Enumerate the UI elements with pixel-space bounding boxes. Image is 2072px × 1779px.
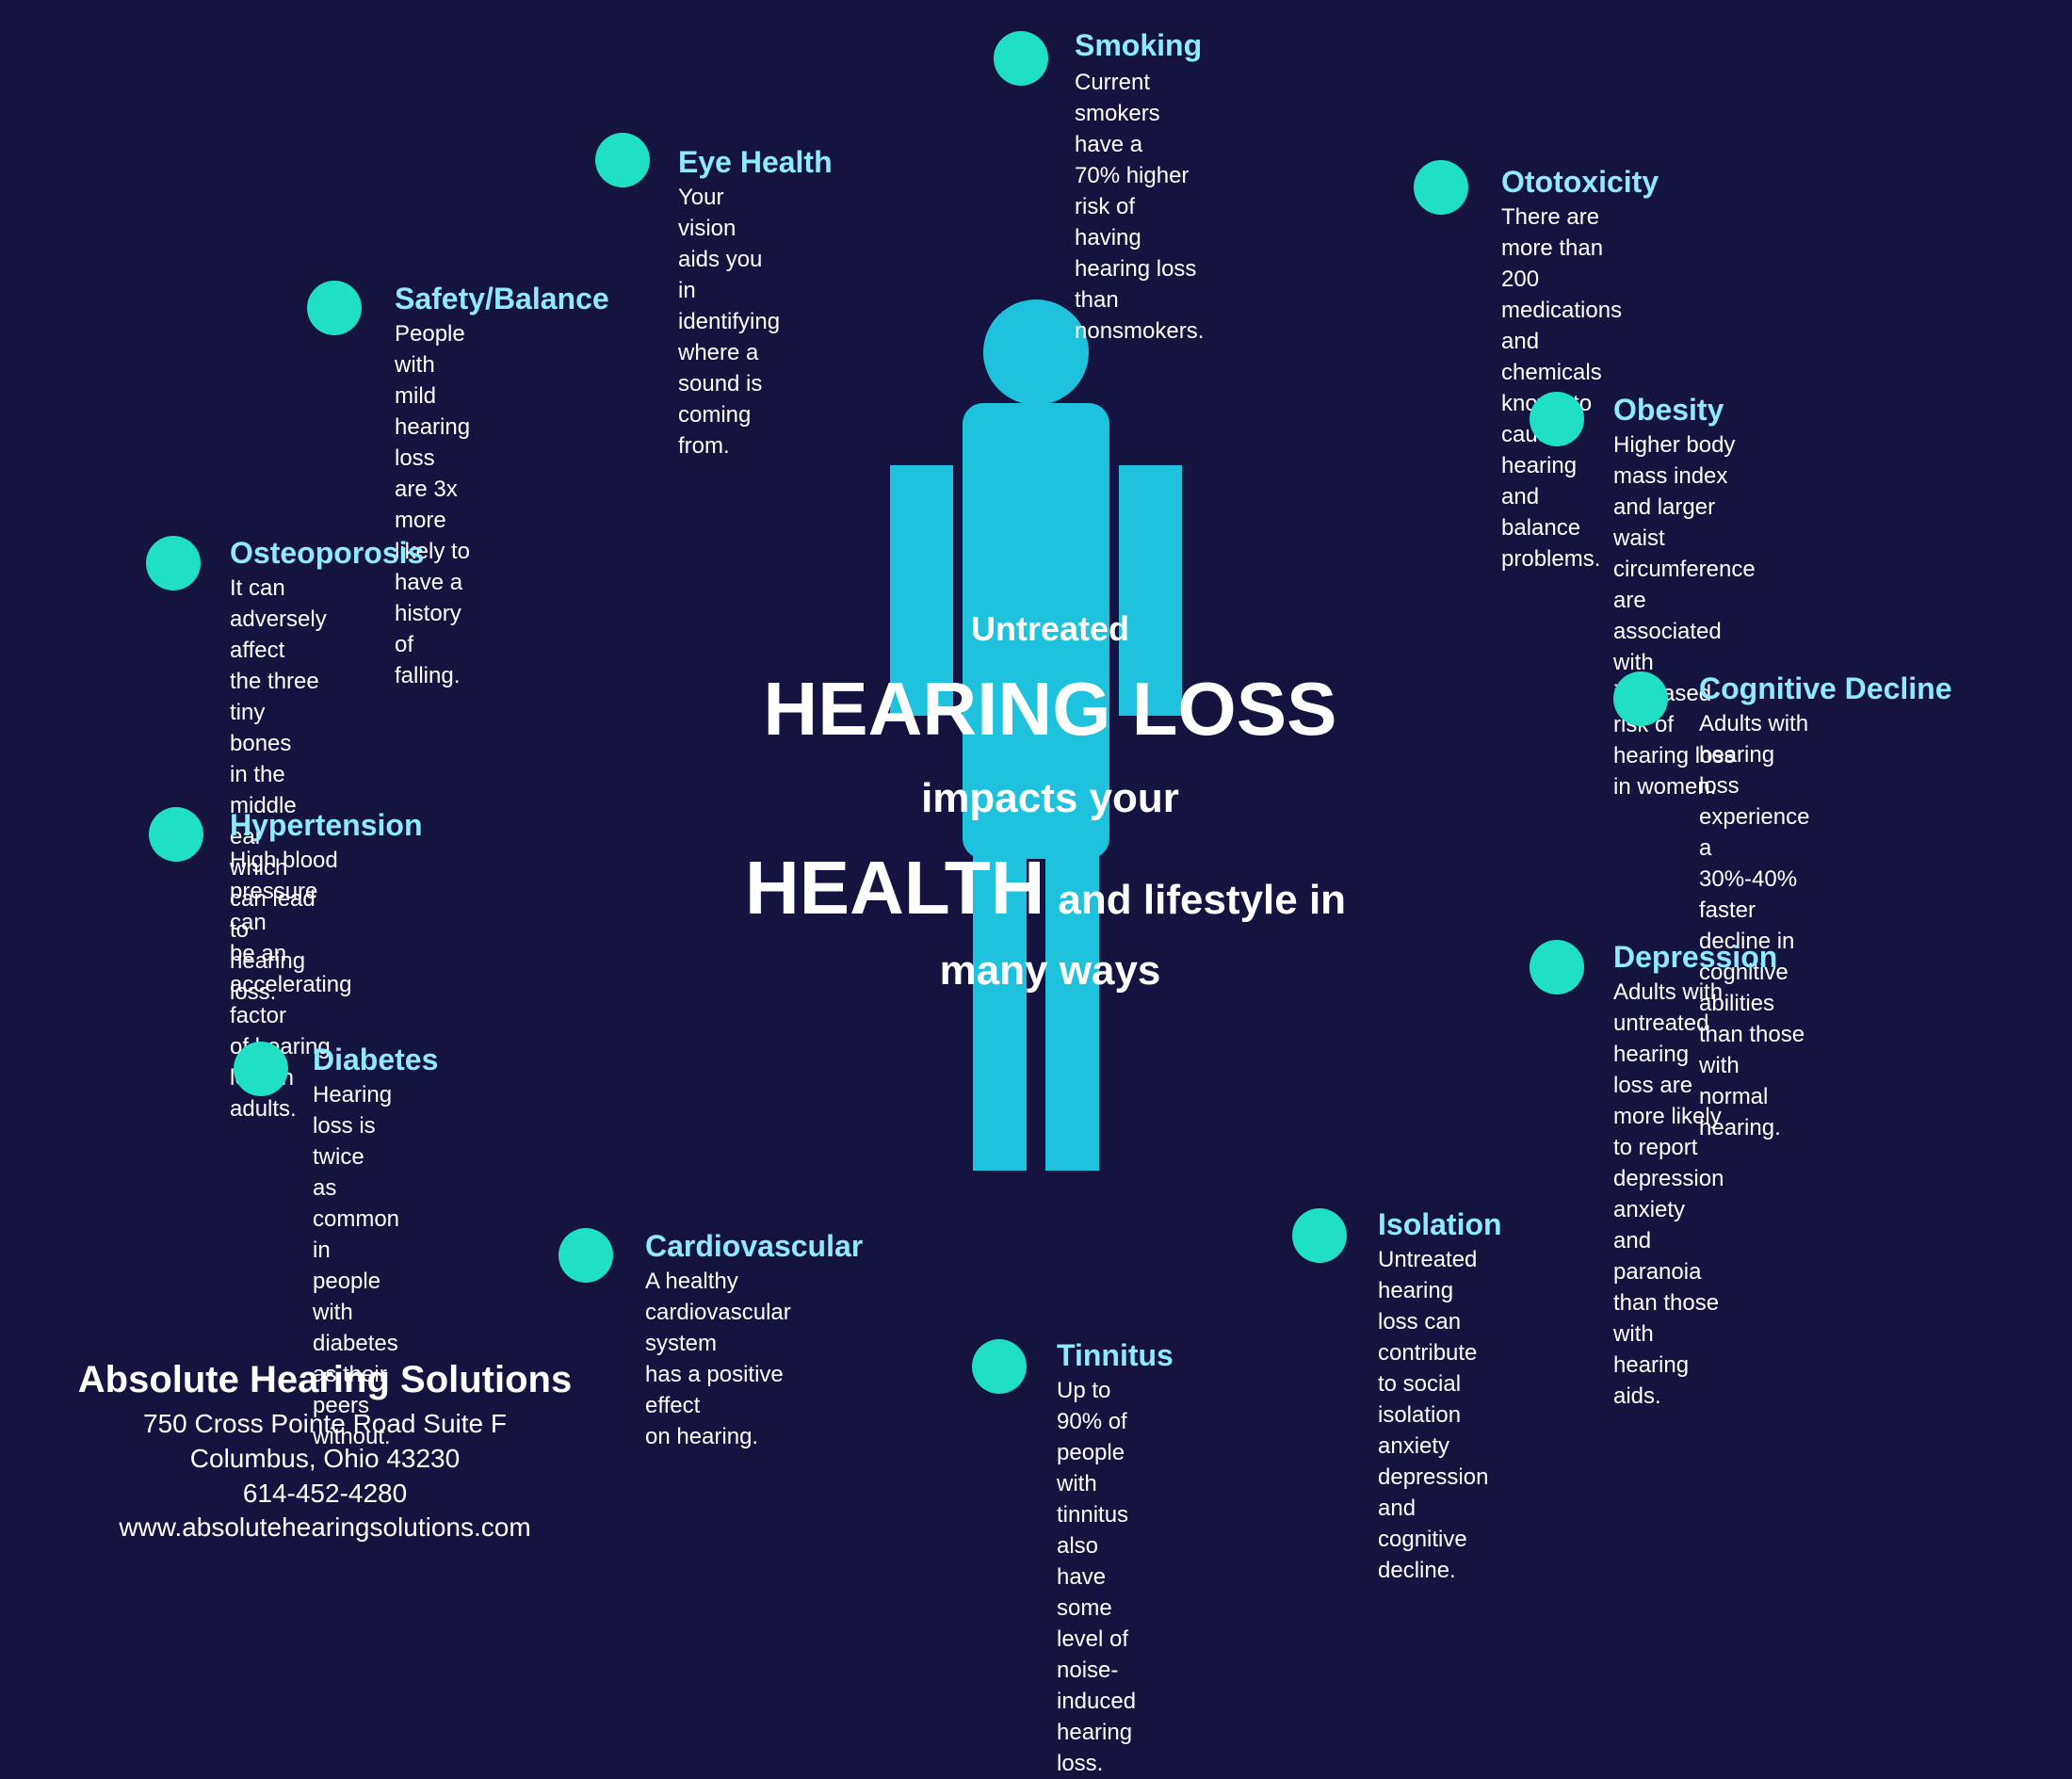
item-title: Depression <box>1613 940 1778 974</box>
company-phone: 614-452-4280 <box>242 1479 408 1508</box>
item-description: Higher body mass index and larger waist … <box>1613 432 1756 800</box>
bullet-dot-icon <box>558 1228 613 1283</box>
headline-hearing-loss: HEARING LOSS <box>763 667 1337 751</box>
headline-health-row: HEALTH and lifestyle in <box>678 843 1413 955</box>
item-description: A healthy cardiovascular system has a po… <box>645 1269 791 1449</box>
item-description: It can adversely affect the three tiny b… <box>230 575 327 1005</box>
item-title: Cardiovascular <box>645 1229 864 1263</box>
bullet-dot-icon <box>149 807 203 862</box>
company-address-line1: 750 Cross Pointe Road Suite F <box>143 1409 507 1438</box>
figure-right-arm <box>1119 465 1182 716</box>
bullet-dot-icon <box>1530 392 1584 446</box>
item-title: Tinnitus <box>1057 1338 1174 1372</box>
bullet-dot-icon <box>1613 671 1668 726</box>
item-description: Up to 90% of people with tinnitus also h… <box>1057 1378 1137 1776</box>
company-website-link[interactable]: www.absolutehearingsolutions.com <box>119 1512 531 1542</box>
item-description: Untreated hearing loss can contribute to… <box>1378 1247 1489 1583</box>
headline-many-ways: many ways <box>939 947 1161 994</box>
human-figure-icon <box>890 299 1182 1171</box>
item-description: Current smokers have a 70% higher risk o… <box>1075 70 1205 344</box>
item-title: Cognitive Decline <box>1699 671 1952 705</box>
item-title: Ototoxicity <box>1501 165 1659 199</box>
bullet-dot-icon <box>595 133 650 187</box>
item-title: Hypertension <box>230 808 423 842</box>
item-description: Your vision aids you in identifying wher… <box>678 185 781 459</box>
bullet-dot-icon <box>234 1042 288 1096</box>
item-title: Diabetes <box>313 1043 439 1076</box>
item-description: Hearing loss is twice as common in peopl… <box>313 1082 400 1449</box>
bullet-dot-icon <box>307 281 362 335</box>
item-description: Adults with hearing loss experience a 30… <box>1699 711 1810 1140</box>
item-description: There are more than 200 medications and … <box>1501 204 1623 572</box>
headline-and-lifestyle: and lifestyle in <box>1058 877 1347 923</box>
headline-untreated: Untreated <box>970 609 1130 648</box>
item-title: Smoking <box>1075 28 1203 62</box>
bullet-dot-icon <box>146 536 201 590</box>
item-title: Obesity <box>1613 393 1724 427</box>
item-description: People with mild hearing loss are 3x mor… <box>395 321 471 688</box>
figure-left-arm <box>890 465 953 716</box>
headline-health: HEALTH <box>744 846 1045 930</box>
company-address-line2: Columbus, Ohio 43230 <box>189 1444 461 1473</box>
bullet-dot-icon <box>1292 1208 1347 1263</box>
item-description: Adults with untreated hearing loss are m… <box>1613 979 1724 1409</box>
item-title: Eye Health <box>678 145 833 179</box>
bullet-dot-icon <box>1414 160 1468 215</box>
headline-impacts-your: impacts your <box>921 775 1179 821</box>
bullet-dot-icon <box>1530 940 1584 995</box>
figure-left-leg <box>973 848 1027 1171</box>
item-title: Osteoporosis <box>230 536 425 570</box>
figure-torso <box>963 403 1109 859</box>
bullet-dot-icon <box>994 31 1048 86</box>
item-title: Isolation <box>1378 1207 1502 1241</box>
bullet-dot-icon <box>972 1339 1027 1394</box>
figure-head <box>983 299 1089 405</box>
figure-right-leg <box>1045 848 1099 1171</box>
item-title: Safety/Balance <box>395 282 609 315</box>
company-name: Absolute Hearing Solutions <box>77 1359 573 1400</box>
